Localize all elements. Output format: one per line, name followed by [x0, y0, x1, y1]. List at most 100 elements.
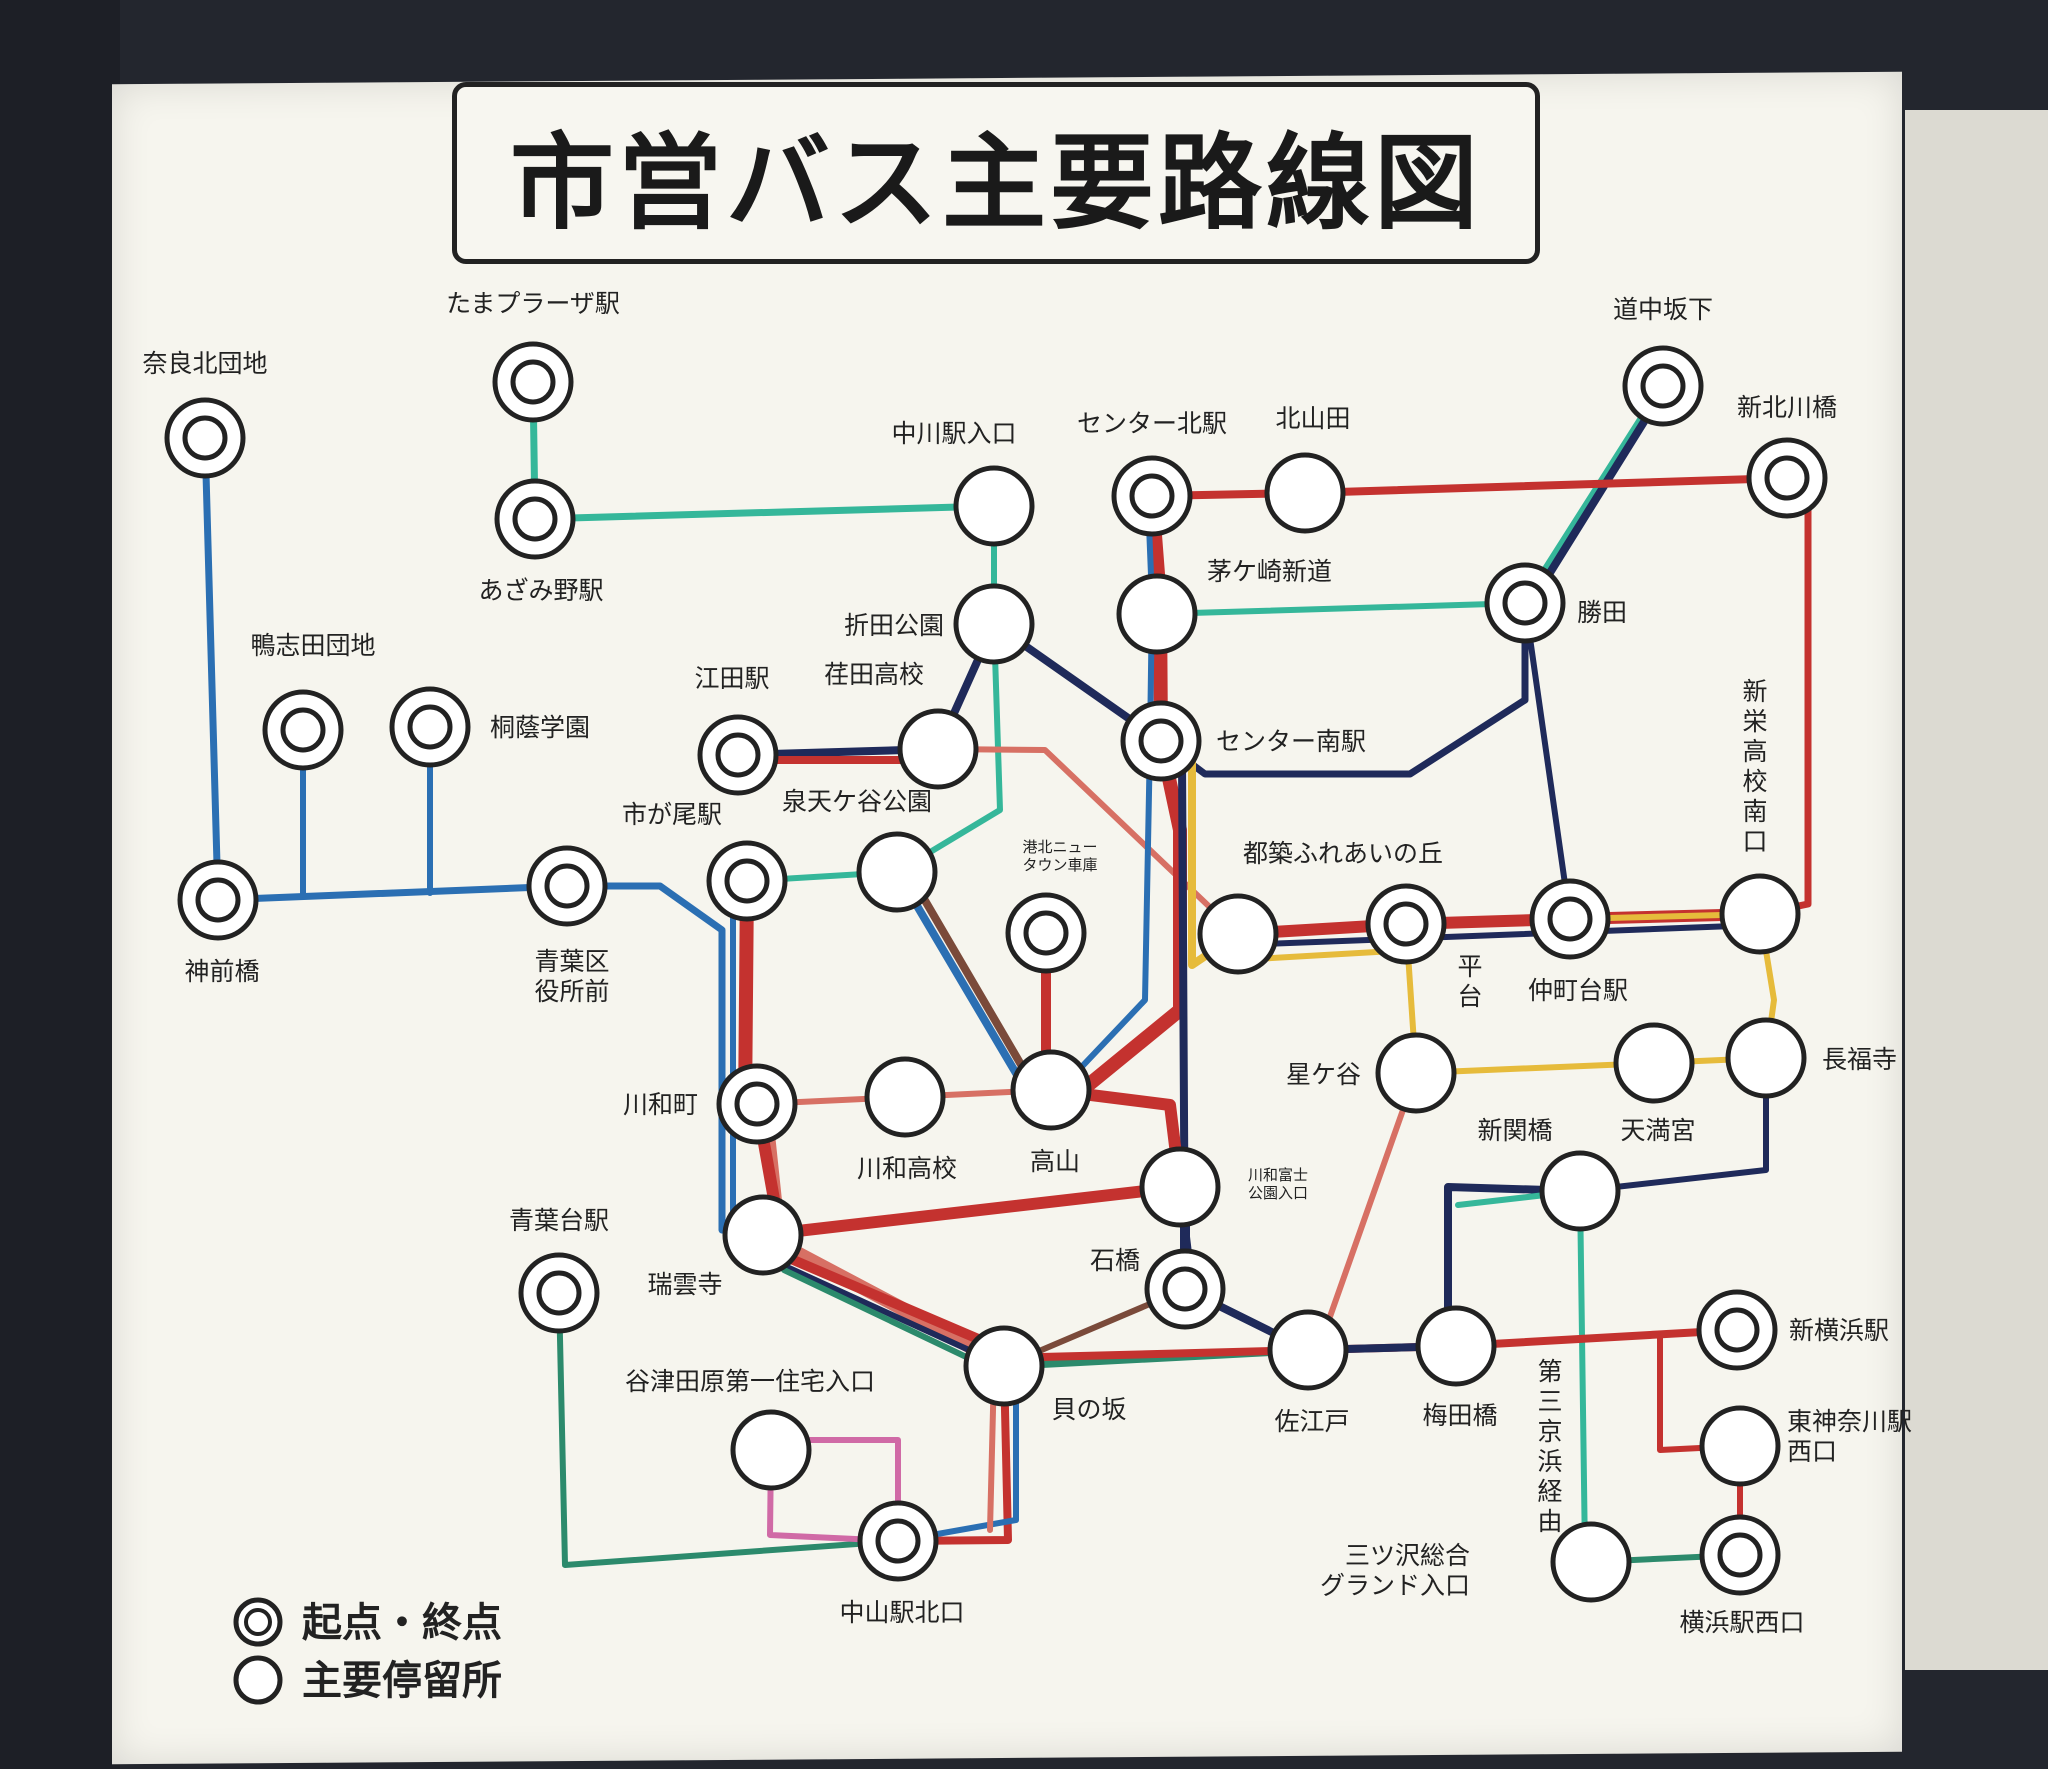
stop-label-azamino: あざみ野駅: [478, 576, 603, 605]
stop-marker-takayama: [1010, 1049, 1092, 1131]
route-line-navy: [1235, 922, 1763, 948]
terminal-ring-tama-plaza: [510, 359, 556, 405]
stop-label-zuiunji: 瑞雲寺: [647, 1270, 722, 1299]
route-line-yellow: [1403, 921, 1769, 1076]
stop-label-mitsuzawa: 三ツ沢総合グランド入口: [1320, 1541, 1470, 1600]
stop-label-daisan-keihin: 第三京浜経由: [1537, 1357, 1562, 1536]
stop-marker-tsuzuki-fureai: [1197, 893, 1279, 975]
stop-marker-chigasaki-shindo: [1116, 573, 1198, 655]
terminal-ring-shin-yokohama: [1714, 1307, 1760, 1353]
route-line-red: [1000, 1326, 1741, 1362]
terminal-ring-katsuta: [1502, 580, 1548, 626]
stop-label-tenmangu: 天満宮: [1620, 1116, 1695, 1145]
stop-labels: 奈良北団地たまプラーザ駅あざみ野駅中川駅入口センター北駅北山田道中坂下新北川橋茅…: [142, 289, 1912, 1637]
stop-label-umedabashi: 梅田橋: [1422, 1401, 1497, 1430]
stop-label-kawawa-koko: 川和高校: [857, 1154, 957, 1183]
stop-label-nakayama-kitaguchi: 中山駅北口: [839, 1598, 964, 1627]
stop-label-chigasaki-shindo: 茅ケ崎新道: [1207, 557, 1332, 586]
stop-label-shin-kitagawa: 新北川橋: [1737, 393, 1837, 422]
terminal-ring-aoba-kuyakusho: [544, 863, 590, 909]
stop-label-edakoko: 荏田高校: [824, 660, 924, 689]
title-box: 市営バス主要路線図: [452, 82, 1540, 264]
stop-label-hoshigaya: 星ケ谷: [1286, 1060, 1361, 1089]
terminal-ring-toin: [407, 704, 453, 750]
stop-label-nakagawa-iriguchi: 中川駅入口: [891, 419, 1016, 448]
stop-marker-kainosaka: [963, 1325, 1045, 1407]
stop-label-taira: 平台: [1457, 952, 1482, 1011]
stop-label-ishibashi: 石橋: [1090, 1246, 1140, 1275]
terminal-ring-taira: [1383, 901, 1429, 947]
terminal-ring-nakamachidai: [1547, 896, 1593, 942]
stop-label-takayama: 高山: [1030, 1147, 1080, 1176]
terminal-ring-shisui-danchi: [280, 707, 326, 753]
terminal-ring-nakayama-kitaguchi: [875, 1518, 921, 1564]
terminal-ring-nara-kita-danchi: [182, 415, 228, 461]
terminal-ring-yokohama-nishiguchi: [1717, 1532, 1763, 1578]
stop-marker-kawawa-koko: [864, 1056, 946, 1138]
stop-label-oritakoen: 折田公園: [844, 611, 944, 640]
stop-markers: [164, 341, 1828, 1603]
terminal-ring-ichigao: [724, 858, 770, 904]
stop-label-shin-yokohama: 新横浜駅: [1789, 1316, 1889, 1345]
stop-label-kawawa-fuji: 川和富士公園入口: [1248, 1166, 1308, 1202]
route-line-teal: [744, 621, 1003, 884]
stop-label-nara-kita-danchi: 奈良北団地: [142, 349, 267, 378]
terminal-ring-azamino: [512, 496, 558, 542]
route-line-salmon: [1317, 1070, 1419, 1348]
stop-marker-chofukuji: [1725, 1017, 1807, 1099]
stop-marker-edakoko: [897, 708, 979, 790]
page-title: 市営バス主要路線図: [509, 121, 1482, 244]
stop-label-kamimaebashi: 神前橋: [184, 957, 259, 986]
stop-label-kawawacho: 川和町: [623, 1090, 698, 1119]
route-line-navy: [773, 1259, 1007, 1369]
stop-marker-higashikanagawa: [1699, 1405, 1781, 1487]
stop-marker-mitsuzawa: [1550, 1521, 1632, 1603]
terminal-ring-dochu-sakashita: [1640, 363, 1686, 409]
stop-label-tsuzuki-fureai: 都築ふれあいの丘: [1243, 839, 1443, 868]
stop-label-yatsuda-tahara: 谷津田原第一住宅入口: [625, 1367, 875, 1396]
stop-label-nakamachidai: 仲町台駅: [1528, 976, 1628, 1005]
stop-label-kitayamata: 北山田: [1275, 404, 1350, 433]
stop-label-center-minami: センター南駅: [1216, 727, 1366, 756]
stop-label-kainosaka: 貝の坂: [1051, 1395, 1126, 1424]
stop-marker-yatsuda-tahara: [730, 1409, 812, 1491]
stop-label-shisui-danchi: 鴨志田団地: [250, 631, 375, 660]
adjacent-panel: [1905, 110, 2048, 1670]
stop-label-shinei-koko: 新栄高校南口: [1742, 677, 1767, 856]
stop-label-saedo: 佐江戸: [1274, 1407, 1349, 1436]
stop-marker-kawawa-fuji: [1139, 1146, 1221, 1228]
legend-terminal-icon-inner: [244, 1608, 272, 1636]
stop-marker-kitayamata: [1264, 452, 1346, 534]
stop-label-ichigao: 市が尾駅: [622, 800, 722, 829]
stop-label-higashikanagawa: 東神奈川駅西口: [1787, 1407, 1912, 1466]
terminal-ring-kawawacho: [734, 1081, 780, 1127]
route-line-brown: [909, 876, 1034, 1084]
stop-label-katsuta: 勝田: [1577, 598, 1627, 627]
stop-label-chofukuji: 長福寺: [1822, 1045, 1897, 1074]
legend-stop-icon: [233, 1655, 283, 1705]
route-line-pink: [807, 1437, 901, 1513]
stop-label-eda: 江田駅: [694, 664, 769, 693]
terminal-ring-eda: [715, 732, 761, 778]
stop-label-kohoku-newtown: 港北ニュータウン車庫: [1022, 838, 1097, 874]
stop-marker-tenmangu: [1613, 1022, 1695, 1104]
route-line-red: [1148, 474, 1791, 500]
terminal-ring-kohoku-newtown: [1023, 910, 1069, 956]
stop-label-aobadai: 青葉台駅: [509, 1206, 609, 1235]
stop-label-aoba-kuyakusho: 青葉区役所前: [534, 947, 609, 1006]
legend-stop-label: 主要停留所: [302, 1658, 502, 1704]
stop-label-center-kita: センター北駅: [1077, 409, 1227, 438]
route-line-teal: [1154, 600, 1528, 617]
route-line-red: [765, 1245, 1009, 1355]
stop-marker-shinei-koko: [1719, 873, 1801, 955]
stop-marker-nakagawa-iriguchi: [953, 465, 1035, 547]
terminal-ring-kamimaebashi: [195, 877, 241, 923]
stop-marker-izumi-tengaya: [856, 831, 938, 913]
stop-label-dochu-sakashita: 道中坂下: [1613, 295, 1713, 324]
terminal-ring-aobadai: [536, 1270, 582, 1316]
stop-marker-oritakoen: [953, 583, 1035, 665]
route-line-red: [757, 1181, 1186, 1241]
stop-label-toin: 桐蔭学園: [490, 713, 590, 742]
